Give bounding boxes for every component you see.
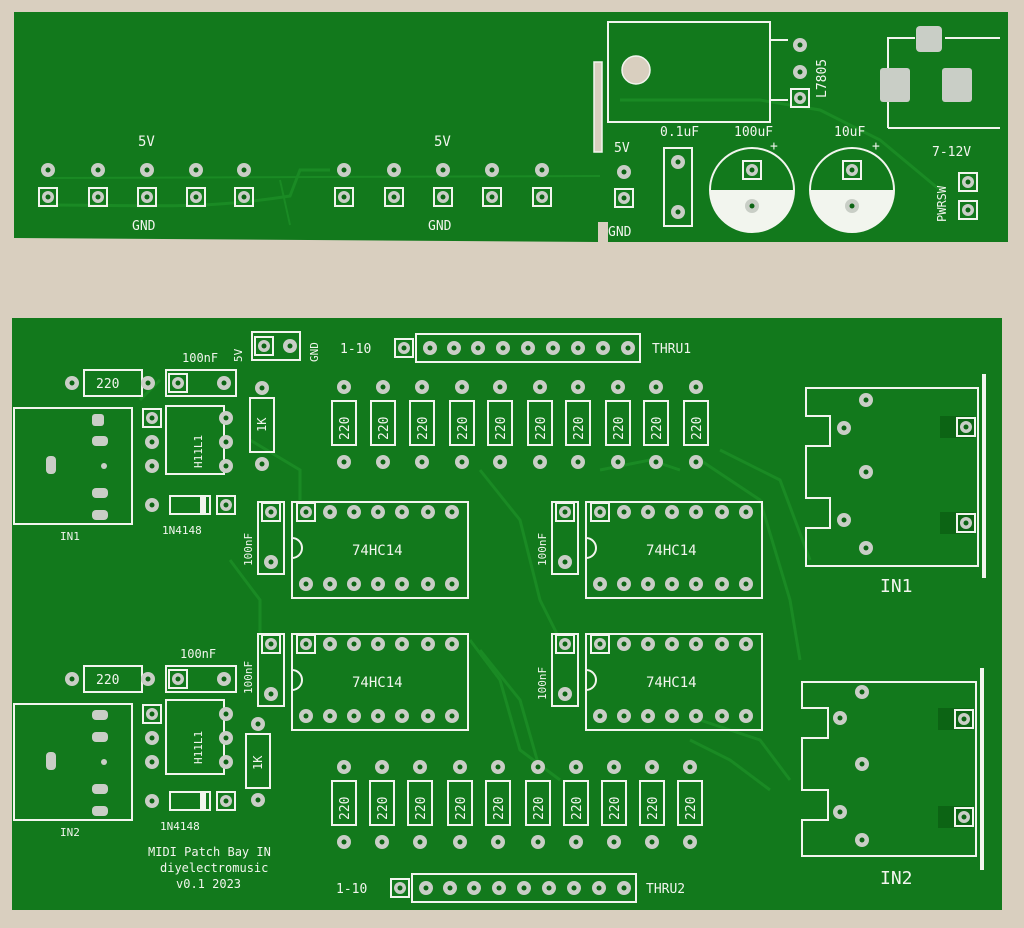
svg-text:74HC14: 74HC14 (352, 543, 403, 559)
midi-board: 1-10 THRU1 5V GND 220 220 220 220 220 22… (12, 318, 1002, 910)
svg-text:100nF: 100nF (180, 647, 216, 661)
svg-text:220: 220 (377, 417, 392, 440)
svg-text:220: 220 (646, 797, 661, 820)
small-jack-2 (13, 703, 133, 821)
credit-line-2: diyelectromusic (160, 861, 268, 875)
din-socket-in1 (805, 374, 986, 578)
thru2-label: THRU2 (646, 882, 685, 897)
svg-text:1K: 1K (251, 755, 265, 770)
power-in-gnd-label: GND (308, 342, 321, 362)
svg-text:220: 220 (608, 797, 623, 820)
thru1-range-label: 1-10 (340, 342, 371, 357)
power-in-5v-label: 5V (232, 348, 245, 362)
regulator-label: L7805 (815, 59, 830, 98)
svg-text:220: 220 (376, 797, 391, 820)
svg-text:220: 220 (414, 797, 429, 820)
cap-big2-plus: + (872, 139, 880, 154)
cap-100uf (709, 147, 795, 233)
resistor-row-bottom: 220 220 220 220 220 220 220 220 220 220 (331, 760, 703, 849)
svg-text:74HC14: 74HC14 (646, 543, 697, 559)
input-circuit-2: 220 100nF H11L1 1K 1N4148 (65, 647, 271, 833)
resistor-row-top: 220 220 220 220 220 220 220 220 220 220 (331, 380, 709, 469)
svg-text:74HC14: 74HC14 (352, 675, 403, 691)
svg-text:1K: 1K (255, 417, 269, 432)
svg-text:220: 220 (690, 417, 705, 440)
ic-u1: 74HC14 (291, 501, 469, 599)
cap-big1-label: 100uF (734, 125, 773, 140)
rail3-pad-top (617, 165, 631, 179)
svg-text:220: 220 (572, 417, 587, 440)
regulator-footprint (607, 21, 810, 123)
cap-big1-plus: + (770, 139, 778, 154)
svg-text:220: 220 (454, 797, 469, 820)
din-socket-in2 (801, 668, 984, 870)
thru2-range-label: 1-10 (336, 882, 367, 897)
svg-text:74HC14: 74HC14 (646, 675, 697, 691)
svg-text:100nF: 100nF (536, 667, 549, 700)
svg-text:1N4148: 1N4148 (160, 820, 200, 833)
svg-text:220: 220 (338, 417, 353, 440)
pwrsw-label: PWRSW (935, 185, 949, 222)
svg-text:220: 220 (494, 417, 509, 440)
rail3-gnd-label: GND (608, 225, 632, 240)
rail1-5v-label: 5V (138, 134, 155, 150)
svg-text:220: 220 (96, 377, 119, 392)
input-circuit-1: 220 100nF H11L1 1K 1N4148 (65, 351, 275, 537)
decoupling-caps: 100nF 100nF 100nF 100nF (242, 501, 579, 707)
svg-text:220: 220 (96, 673, 119, 688)
rail1-gnd-label: GND (132, 219, 156, 234)
thru2-header (390, 873, 637, 903)
power-board: 5V GND 5V GND 5V GND L7805 0.1uF (14, 12, 1008, 242)
credit-line-3: v0.1 2023 (176, 877, 241, 891)
power-in-header (251, 331, 301, 361)
din-in1-label: IN1 (880, 576, 913, 597)
credit-line-1: MIDI Patch Bay IN (148, 845, 271, 859)
rail2-5v-label: 5V (434, 134, 451, 150)
thru1-label: THRU1 (652, 342, 691, 357)
svg-text:220: 220 (338, 797, 353, 820)
svg-text:220: 220 (684, 797, 699, 820)
svg-text:220: 220 (532, 797, 547, 820)
input-voltage-label: 7-12V (932, 145, 971, 160)
din-in2-label: IN2 (880, 868, 913, 889)
svg-text:100nF: 100nF (182, 351, 218, 365)
svg-text:H11L1: H11L1 (192, 731, 205, 764)
dc-jack-footprint (880, 26, 1000, 129)
thru1-header (394, 333, 641, 363)
svg-text:220: 220 (456, 417, 471, 440)
rail3-5v-label: 5V (614, 141, 630, 156)
svg-text:220: 220 (650, 417, 665, 440)
svg-text:100nF: 100nF (242, 533, 255, 566)
svg-text:100nF: 100nF (242, 661, 255, 694)
small-jack-2-label: IN2 (60, 826, 80, 839)
ic-u2: 74HC14 (585, 501, 763, 599)
small-jack-1-label: IN1 (60, 530, 80, 543)
svg-text:220: 220 (534, 417, 549, 440)
small-jack-1 (13, 407, 133, 525)
svg-text:220: 220 (612, 417, 627, 440)
svg-text:220: 220 (570, 797, 585, 820)
ic-u3: 74HC14 (291, 633, 469, 731)
ic-u4: 74HC14 (585, 633, 763, 731)
svg-text:1N4148: 1N4148 (162, 524, 202, 537)
svg-text:220: 220 (416, 417, 431, 440)
cap-10uf (809, 147, 895, 233)
rail2-gnd-label: GND (428, 219, 452, 234)
cap-small-label: 0.1uF (660, 125, 699, 140)
svg-text:H11L1: H11L1 (192, 435, 205, 468)
svg-text:220: 220 (492, 797, 507, 820)
svg-text:100nF: 100nF (536, 533, 549, 566)
cap-small-outline (663, 147, 693, 227)
cap-big2-label: 10uF (834, 125, 865, 140)
